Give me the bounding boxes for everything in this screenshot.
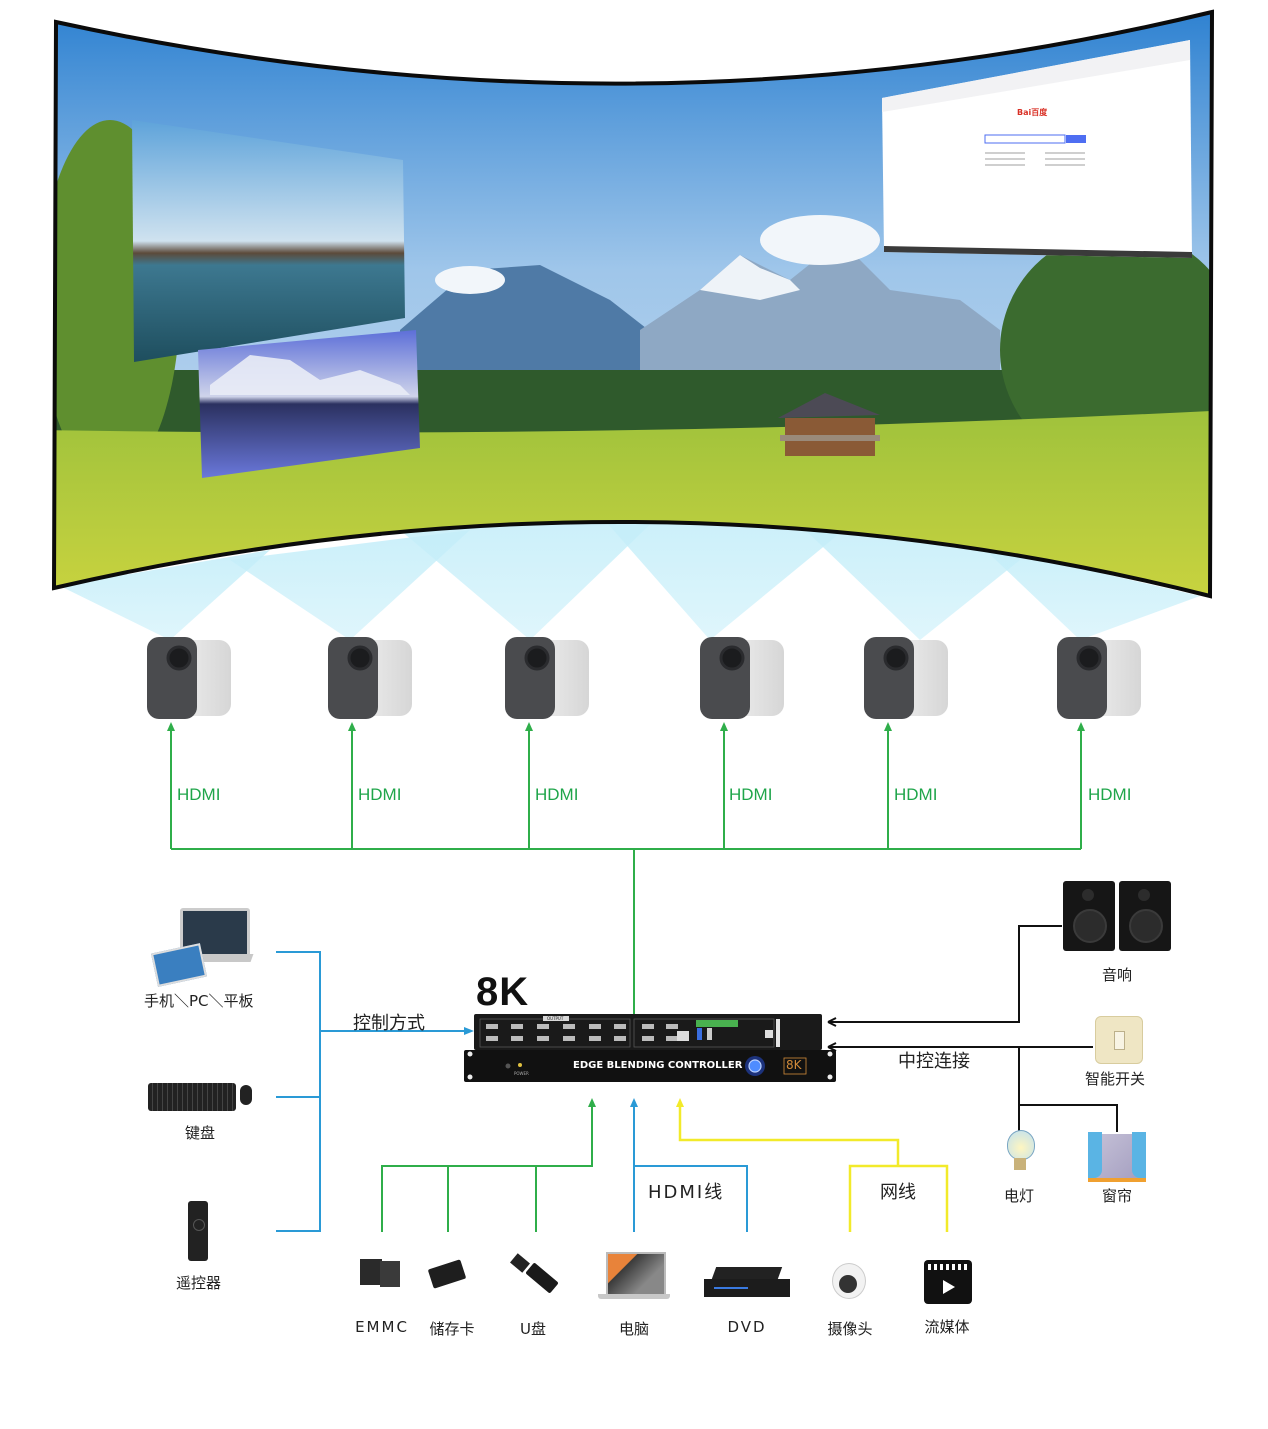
hdmi-label-2: HDMI bbox=[358, 785, 402, 804]
hdmi-label-5: HDMI bbox=[894, 785, 938, 804]
laptop-icon bbox=[598, 1252, 670, 1302]
projection-beams bbox=[60, 515, 1200, 640]
camera-icon bbox=[830, 1263, 866, 1303]
source-network-lines bbox=[676, 1098, 949, 1232]
controller-title: EDGE BLENDING CONTROLLER bbox=[573, 1060, 743, 1071]
network-cable-label: 网线 bbox=[880, 1182, 916, 1203]
resolution-badge: 8K bbox=[476, 970, 530, 1014]
hdmi-port bbox=[666, 1024, 678, 1029]
source-label-6: 摄像头 bbox=[827, 1320, 873, 1338]
projector-2 bbox=[328, 637, 412, 719]
hdmi-port bbox=[563, 1024, 575, 1029]
hdmi-label-4: HDMI bbox=[729, 785, 773, 804]
keyboard-mouse-icon bbox=[148, 1081, 254, 1113]
hdmi-port bbox=[563, 1036, 575, 1041]
source-label-1: EMMC bbox=[355, 1318, 409, 1336]
streaming-icon bbox=[924, 1260, 972, 1304]
hdmi-port bbox=[486, 1024, 498, 1029]
projector-6 bbox=[1057, 637, 1141, 719]
hdmi-port bbox=[614, 1024, 626, 1029]
central-control-label: 中控连接 bbox=[898, 1051, 970, 1072]
projector-4 bbox=[700, 637, 784, 719]
hdmi-label-6: HDMI bbox=[1088, 785, 1132, 804]
source-label-7: 流媒体 bbox=[924, 1318, 970, 1336]
projector-row bbox=[147, 637, 1141, 719]
hdmi-port bbox=[666, 1036, 678, 1041]
control-device-label-2: 键盘 bbox=[185, 1124, 216, 1142]
hdmi-port bbox=[589, 1024, 601, 1029]
speaker-icon bbox=[1063, 879, 1173, 953]
central-device-label-3: 电灯 bbox=[1004, 1187, 1035, 1205]
projector-5 bbox=[864, 637, 948, 719]
projector-1 bbox=[147, 637, 231, 719]
controller-front-panel bbox=[464, 1050, 836, 1082]
chalet bbox=[778, 393, 880, 456]
source-label-2: 储存卡 bbox=[429, 1320, 475, 1338]
browser-logo: Bai百度 bbox=[1017, 108, 1048, 117]
smart-switch-icon bbox=[1095, 1016, 1143, 1064]
power-button[interactable] bbox=[748, 1059, 762, 1073]
light-bulb-icon bbox=[1007, 1130, 1035, 1176]
hdmi-arrow-4 bbox=[720, 722, 728, 731]
control-lines bbox=[276, 951, 474, 1232]
dvd-player-icon bbox=[704, 1267, 790, 1299]
hdmi-arrow-3 bbox=[525, 722, 533, 731]
control-device-label-1: 手机＼PC＼平板 bbox=[144, 992, 254, 1010]
hdmi-port bbox=[486, 1036, 498, 1041]
hdmi-label-1: HDMI bbox=[177, 785, 221, 804]
curved-projection-screen bbox=[54, 12, 1212, 596]
controller-logo: 8K bbox=[786, 1058, 802, 1072]
hdmi-arrow-1 bbox=[167, 722, 175, 731]
curtain-icon bbox=[1088, 1130, 1146, 1182]
laptop-tablet-phone-icon bbox=[151, 908, 254, 987]
hdmi-distribution-lines bbox=[167, 722, 1085, 1018]
hdmi-port bbox=[537, 1036, 549, 1041]
lake-mountain-window bbox=[132, 120, 405, 362]
emmc-chip-icon bbox=[360, 1259, 400, 1287]
central-control-lines bbox=[827, 925, 1118, 1142]
hdmi-port bbox=[642, 1024, 654, 1029]
screen-frame bbox=[51, 9, 1215, 599]
central-device-label-2: 智能开关 bbox=[1085, 1070, 1146, 1088]
hdmi-port bbox=[537, 1024, 549, 1029]
power-label: POWER bbox=[514, 1071, 529, 1076]
hdmi-port bbox=[589, 1036, 601, 1041]
source-label-5: DVD bbox=[727, 1318, 767, 1336]
source-label-4: 电脑 bbox=[618, 1320, 650, 1338]
browser-window bbox=[882, 40, 1192, 258]
usb-drive-icon bbox=[508, 1253, 559, 1297]
control-device-label-3: 遥控器 bbox=[176, 1274, 222, 1292]
hdmi-arrow-6 bbox=[1077, 722, 1085, 731]
edge-blending-controller[interactable] bbox=[464, 1014, 836, 1082]
hdmi-port bbox=[511, 1024, 523, 1029]
output-label: OUTPUT bbox=[547, 1016, 564, 1021]
hdmi-port bbox=[511, 1036, 523, 1041]
hdmi-label-3: HDMI bbox=[535, 785, 579, 804]
control-method-label: 控制方式 bbox=[353, 1013, 425, 1034]
hdmi-arrow-2 bbox=[348, 722, 356, 731]
central-device-label-1: 音响 bbox=[1102, 966, 1133, 984]
source-usb-lines bbox=[381, 1098, 596, 1232]
central-device-label-4: 窗帘 bbox=[1102, 1187, 1133, 1205]
projector-3 bbox=[505, 637, 589, 719]
hdmi-arrow-5 bbox=[884, 722, 892, 731]
source-label-3: U盘 bbox=[520, 1320, 546, 1338]
hdmi-cable-label: HDMI线 bbox=[648, 1182, 725, 1203]
remote-control-icon bbox=[188, 1201, 208, 1261]
source-hdmi-lines bbox=[630, 1098, 748, 1232]
hdmi-port bbox=[642, 1036, 654, 1041]
hdmi-port bbox=[614, 1036, 626, 1041]
